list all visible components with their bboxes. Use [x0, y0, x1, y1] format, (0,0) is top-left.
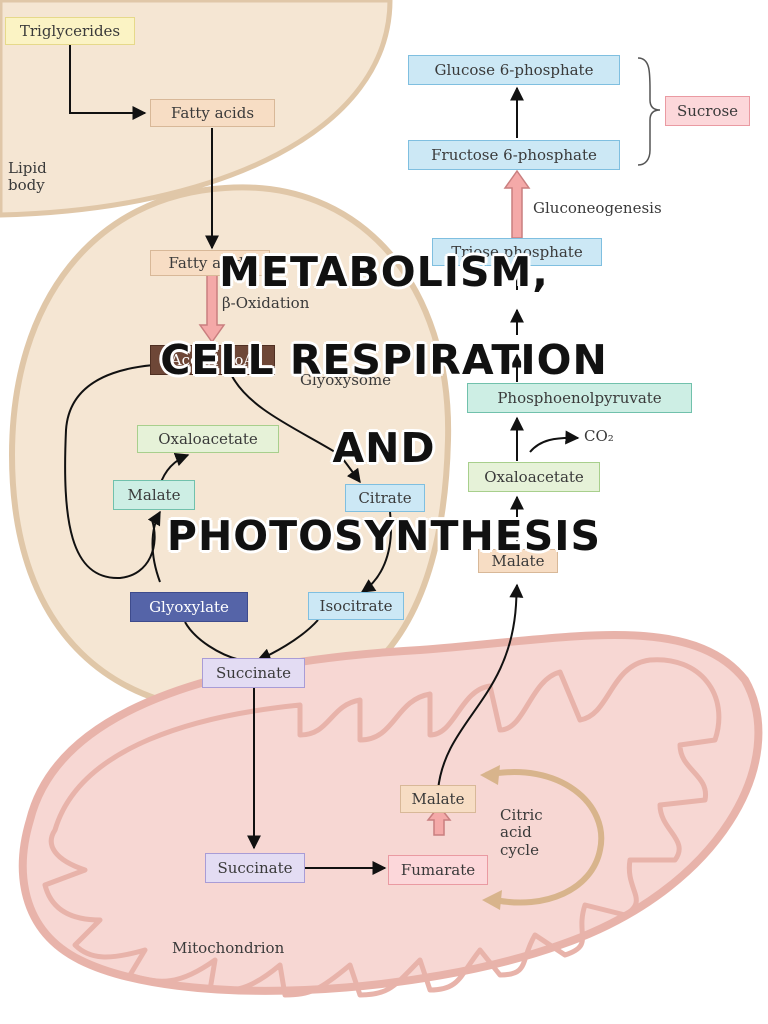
box-malate-glyoxysome: Malate	[113, 480, 195, 510]
box-fatty-acids-lipid: Fatty acids	[150, 99, 275, 127]
box-fumarate: Fumarate	[388, 855, 488, 885]
box-acetyl-coa: Acetyl CoA	[150, 345, 275, 375]
mitochondrion-cristae	[42, 657, 722, 998]
title-line-2: cell respiration	[160, 336, 608, 384]
box-malate-cytosol: Malate	[478, 549, 558, 573]
label-citric-acid-cycle: Citric acid cycle	[500, 806, 543, 859]
arrow-triglycerides-to-fatty-acids	[69, 45, 147, 120]
box-glucose-6-phosphate: Glucose 6-phosphate	[408, 55, 620, 85]
box-triglycerides: Triglycerides	[5, 17, 135, 45]
label-glyoxysome: Glyoxysome	[300, 371, 392, 389]
hollow-arrows	[198, 169, 531, 836]
box-oxaloacetate-cytosol: Oxaloacetate	[468, 462, 600, 492]
label-lipid-body: Lipid body	[8, 159, 47, 195]
box-succinate-glyoxysome: Succinate	[202, 658, 305, 688]
overlay-title: Metabolism, cell respiration and photosy…	[0, 228, 768, 580]
arrow-citrate-to-isocitrate	[360, 511, 392, 593]
title-line-4: photosynthesis	[166, 512, 602, 560]
box-succinate-mitochondrion: Succinate	[205, 853, 305, 883]
cycle-arrowhead-bottom	[482, 890, 502, 910]
title-line-3: and	[332, 424, 436, 472]
box-isocitrate: Isocitrate	[308, 592, 404, 620]
fumarate-to-malate-arrow	[426, 804, 452, 836]
box-oxaloacetate-glyoxysome: Oxaloacetate	[137, 425, 279, 453]
label-gluconeogenesis: Gluconeogenesis	[533, 199, 662, 217]
label-co2: CO₂	[584, 427, 614, 445]
arrow-acetyl-coa-to-citrate	[231, 375, 361, 484]
arrow-co2-release	[529, 430, 580, 453]
label-beta-oxidation: β-Oxidation	[222, 294, 310, 312]
label-mitochondrion: Mitochondrion	[172, 939, 285, 957]
title-line-1: Metabolism,	[219, 248, 549, 296]
arrow-glyoxylate-to-malate	[147, 510, 161, 583]
arrow-acetyl-coa-to-malate	[64, 362, 211, 580]
cycle-arrowhead-top	[480, 765, 500, 785]
sucrose-brace	[637, 57, 661, 166]
box-fatty-acids-glyoxysome: Fatty acids	[150, 250, 270, 276]
box-citrate: Citrate	[345, 484, 425, 512]
box-glyoxylate: Glyoxylate	[130, 592, 248, 622]
citric-acid-cycle-loop	[485, 769, 605, 906]
box-malate-mitochondrion: Malate	[400, 785, 476, 813]
box-triose-phosphate: Triose phosphate	[432, 238, 602, 266]
pathway-arrows	[64, 45, 580, 875]
box-phosphoenolpyruvate: Phosphoenolpyruvate	[467, 383, 692, 413]
box-fructose-6-phosphate: Fructose 6-phosphate	[408, 140, 620, 170]
box-sucrose: Sucrose	[665, 96, 750, 126]
arrow-malate-to-cytosol	[437, 583, 524, 791]
beta-oxidation-arrow	[198, 274, 226, 344]
gluconeogenesis-arrow	[503, 169, 531, 239]
